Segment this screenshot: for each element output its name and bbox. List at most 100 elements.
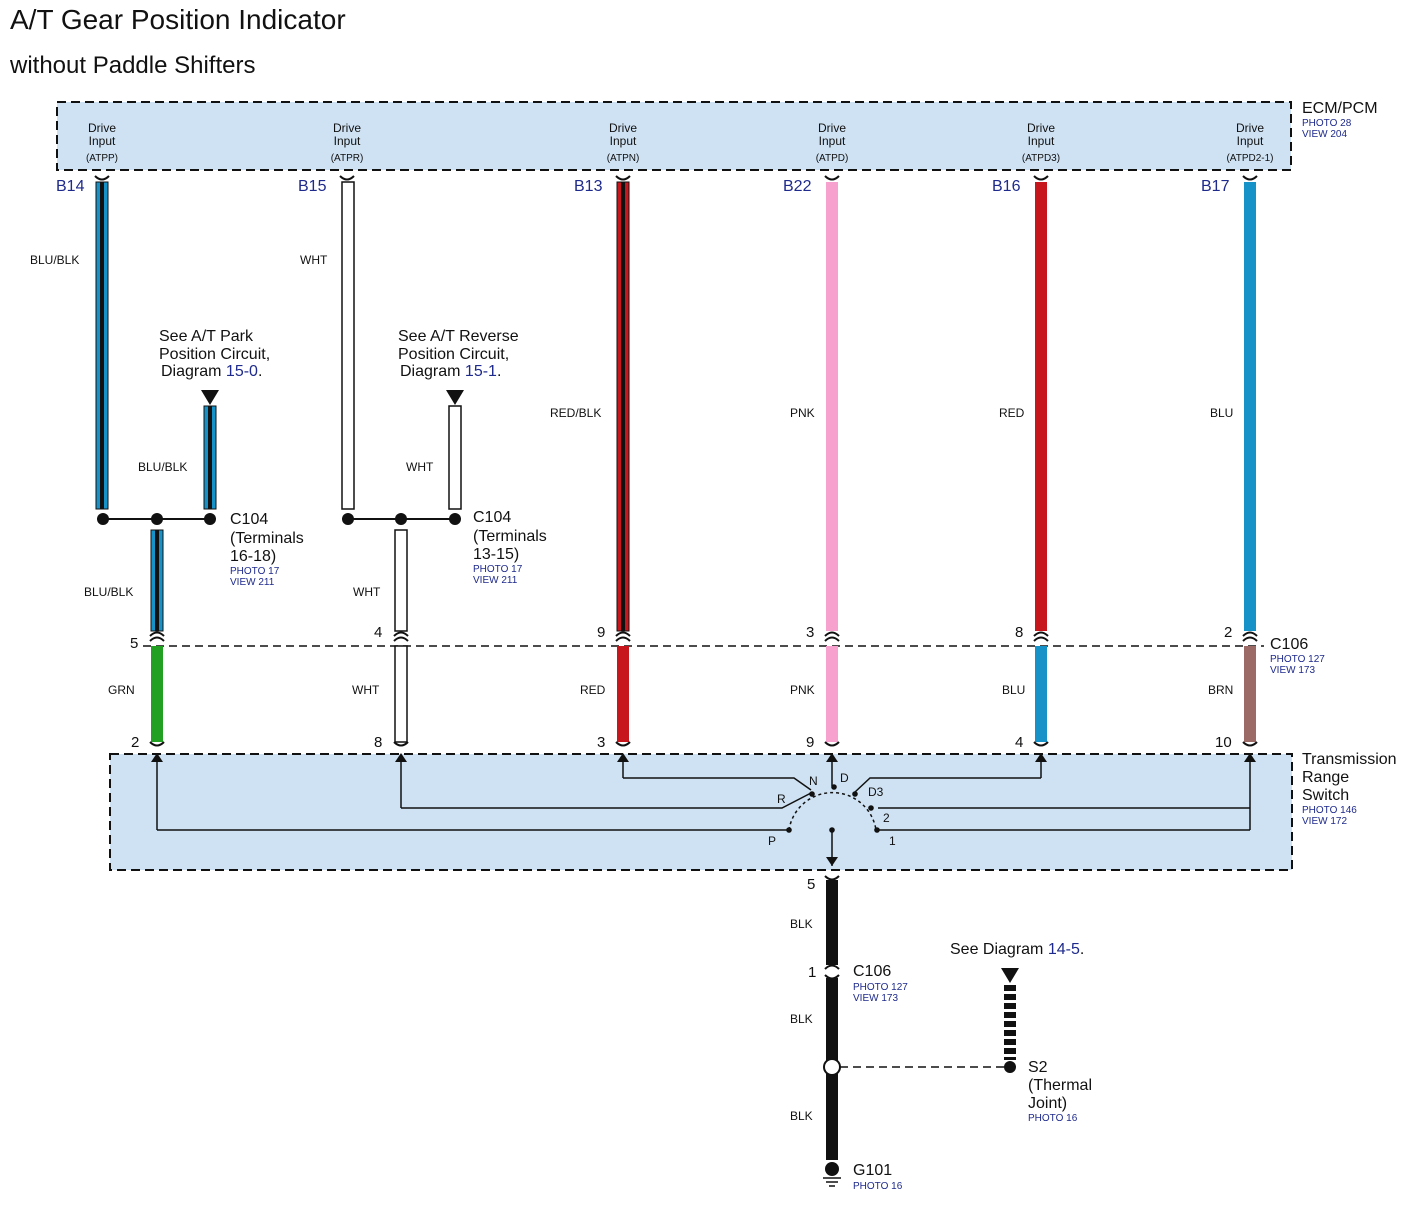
wire-blu-lower <box>1035 646 1047 742</box>
ecm-pin-4: Drive Input (ATPD) B22 <box>783 121 848 195</box>
s2-name: S2 <box>1028 1059 1048 1076</box>
terminal-clip <box>824 964 840 970</box>
trs-contact-points <box>786 784 880 833</box>
ground-terminal <box>825 1162 839 1176</box>
trs-pos-p: P <box>768 834 776 848</box>
terminal-dot <box>1004 1061 1016 1073</box>
wire-label: BLK <box>790 917 813 931</box>
c104b-line2: (Terminals <box>473 528 547 545</box>
pin-label: B16 <box>992 178 1021 195</box>
trs-internal-wiring <box>156 756 1251 866</box>
c106-clips <box>149 631 1258 642</box>
wire-label: WHT <box>353 585 381 599</box>
terminal-dot <box>97 513 109 525</box>
wire-label: WHT <box>300 253 328 267</box>
wire-label: WHT <box>406 460 434 474</box>
drive-label: Drive <box>818 121 846 135</box>
trs-pos-1: 1 <box>889 834 896 848</box>
ecm-pin-5: Drive Input (ATPD3) B16 <box>992 121 1060 195</box>
see-diagram-link: 14-5 <box>1048 941 1080 958</box>
wire-label: BLK <box>790 1109 813 1123</box>
wire-red <box>1035 182 1047 631</box>
wire-label: RED <box>999 406 1025 420</box>
wire-blk-1 <box>826 880 838 965</box>
wire-label: BLU/BLK <box>30 253 79 267</box>
wire-label: WHT <box>352 683 380 697</box>
signal-label: (ATPP) <box>86 153 118 164</box>
wire-wht-lower <box>394 645 408 743</box>
wire-reverse-branch <box>448 405 462 510</box>
trs-pos-r: R <box>777 792 786 806</box>
c104a-line3: 16-18) <box>230 548 276 565</box>
pin-number: 4 <box>374 624 382 641</box>
drive-label: Drive <box>1236 121 1264 135</box>
pin-number: 9 <box>806 734 814 751</box>
trs-box <box>109 753 1293 871</box>
input-label: Input <box>89 134 116 148</box>
input-label: Input <box>819 134 846 148</box>
terminal-dot <box>395 513 407 525</box>
wire-blu <box>1244 182 1256 631</box>
pin-number: 8 <box>374 734 382 751</box>
wire-label: BLU <box>1210 406 1233 420</box>
c104b-view: VIEW 211 <box>473 575 518 586</box>
c104b-line3: 13-15) <box>473 546 519 563</box>
trs-pos-n: N <box>809 774 818 788</box>
down-arrow-icon <box>446 390 464 405</box>
c106-view: VIEW 173 <box>1270 665 1315 676</box>
ecm-box <box>56 101 1292 171</box>
trs-view: VIEW 172 <box>1302 816 1347 827</box>
wire-label: BLK <box>790 1012 813 1026</box>
ecm-pin-1: Drive Input (ATPP) B14 <box>56 121 118 195</box>
wire-label: BRN <box>1208 683 1233 697</box>
g101-photo: PHOTO 16 <box>853 1181 903 1192</box>
ecm-pin-3: Drive Input (ATPN) B13 <box>574 121 639 195</box>
pin-label: B14 <box>56 178 85 195</box>
input-label: Input <box>334 134 361 148</box>
terminal-dot <box>449 513 461 525</box>
ref-park-line1: See A/T Park <box>159 328 254 345</box>
input-label: Input <box>610 134 637 148</box>
page-title: A/T Gear Position Indicator <box>10 4 346 35</box>
trs-arrowheads <box>151 753 1256 866</box>
wire-c104b-to-c106 <box>394 529 408 632</box>
wire-label: PNK <box>790 683 815 697</box>
wire-label: BLU/BLK <box>84 585 133 599</box>
c106-name: C106 <box>1270 636 1308 653</box>
wire-label: BLU/BLK <box>138 460 187 474</box>
down-arrow-icon <box>1001 968 1019 983</box>
ref-park-link: 15-0 <box>226 363 258 380</box>
ref-reverse-line1: See A/T Reverse <box>398 328 519 345</box>
page-subtitle: without Paddle Shifters <box>9 52 255 79</box>
ref-park-line3: Diagram 15-0. <box>161 363 262 380</box>
trs-name-line2: Range <box>1302 769 1349 786</box>
input-label: Input <box>1028 134 1055 148</box>
pin-number: 3 <box>597 734 605 751</box>
pin-number: 5 <box>130 635 138 652</box>
wire-label: PNK <box>790 406 815 420</box>
terminal-dot <box>342 513 354 525</box>
terminal-clip <box>824 875 840 881</box>
ecm-photo: PHOTO 28 <box>1302 118 1352 129</box>
drive-label: Drive <box>333 121 361 135</box>
terminal-clip <box>824 974 840 980</box>
trs-name-line3: Switch <box>1302 787 1349 804</box>
c104a-photo: PHOTO 17 <box>230 566 280 577</box>
pin-number: 8 <box>1015 624 1023 641</box>
g101-name: G101 <box>853 1162 892 1179</box>
drive-label: Drive <box>1027 121 1055 135</box>
ground-icon <box>823 1177 841 1187</box>
pin-label: B15 <box>298 178 327 195</box>
ecm-pin-2: Drive Input (ATPR) B15 <box>298 121 363 195</box>
ref-reverse-line3: Diagram 15-1. <box>400 363 501 380</box>
wire-park-branch <box>203 405 217 510</box>
trs-pos-d3: D3 <box>868 785 884 799</box>
pin-label: B22 <box>783 178 812 195</box>
trs-pos-2: 2 <box>883 811 890 825</box>
input-label: Input <box>1237 134 1264 148</box>
wire-brn <box>1244 646 1256 742</box>
wire-label: BLU <box>1002 683 1025 697</box>
c104a-view: VIEW 211 <box>230 577 275 588</box>
pin-number: 9 <box>597 624 605 641</box>
ecm-view: VIEW 204 <box>1302 129 1347 140</box>
